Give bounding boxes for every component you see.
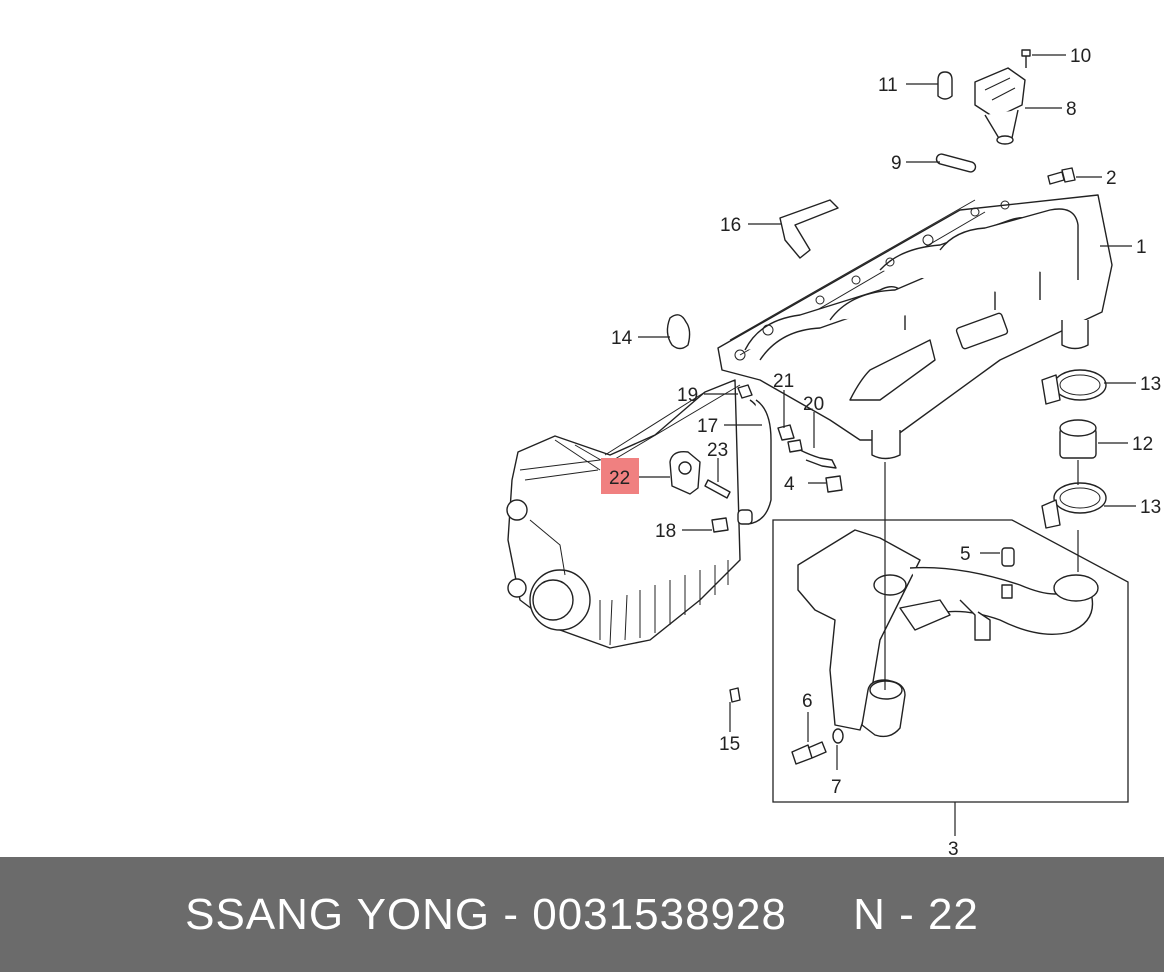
callout-8: 8: [1066, 99, 1077, 120]
callout-21: 21: [773, 371, 794, 392]
callout-13-upper: 13: [1140, 374, 1161, 395]
callout-5: 5: [960, 544, 971, 565]
bracket: [779, 199, 839, 259]
intake-manifold: [717, 194, 1113, 460]
callout-16: 16: [720, 215, 741, 236]
parts-diagram: 1 2 3 4 5 6 7 8 9 10 11 12 13 13 14 15 1…: [506, 46, 1161, 857]
callout-17: 17: [697, 416, 718, 437]
footer-gap: [787, 890, 853, 940]
callout-1: 1: [1136, 237, 1147, 258]
vacuum-housing: [937, 49, 1031, 145]
callout-4: 4: [784, 474, 795, 495]
callout-10: 10: [1070, 46, 1091, 67]
callout-3: 3: [948, 839, 959, 857]
knock-sensor: [669, 451, 731, 499]
egr-pipe-assembly: [729, 519, 1129, 803]
callout-11: 11: [878, 75, 898, 96]
vacuum-hoses: [711, 384, 843, 533]
pipe-clamps: [1041, 369, 1107, 529]
engine-block: [506, 379, 741, 649]
callout-19: 19: [677, 385, 698, 406]
callout-12: 12: [1132, 434, 1153, 455]
callout-9: 9: [891, 153, 902, 174]
o-ring: [666, 314, 691, 350]
callout-15: 15: [719, 734, 740, 755]
footer-bar: [0, 857, 1164, 972]
gasket: [935, 153, 977, 173]
callout-labels: 1 2 3 4 5 6 7 8 9 10 11 12 13 13 14 15 1…: [609, 46, 1161, 857]
callout-22: 22: [609, 468, 630, 489]
callout-7: 7: [831, 777, 842, 798]
callout-23: 23: [707, 440, 728, 461]
diagram-reference: N - 22: [853, 889, 979, 939]
brand-part-number: SSANG YONG - 0031538928: [185, 889, 787, 939]
bolt-2: [1047, 167, 1076, 185]
callout-18: 18: [655, 521, 676, 542]
callout-20: 20: [803, 394, 824, 415]
callout-6: 6: [802, 691, 813, 712]
highlight-box: [601, 458, 639, 494]
callout-2: 2: [1106, 168, 1117, 189]
callout-14: 14: [611, 328, 633, 349]
leader-lines: [638, 54, 1136, 836]
footer-caption: SSANG YONG - 0031538928 N - 22: [0, 857, 1164, 972]
callout-13-lower: 13: [1140, 497, 1161, 518]
